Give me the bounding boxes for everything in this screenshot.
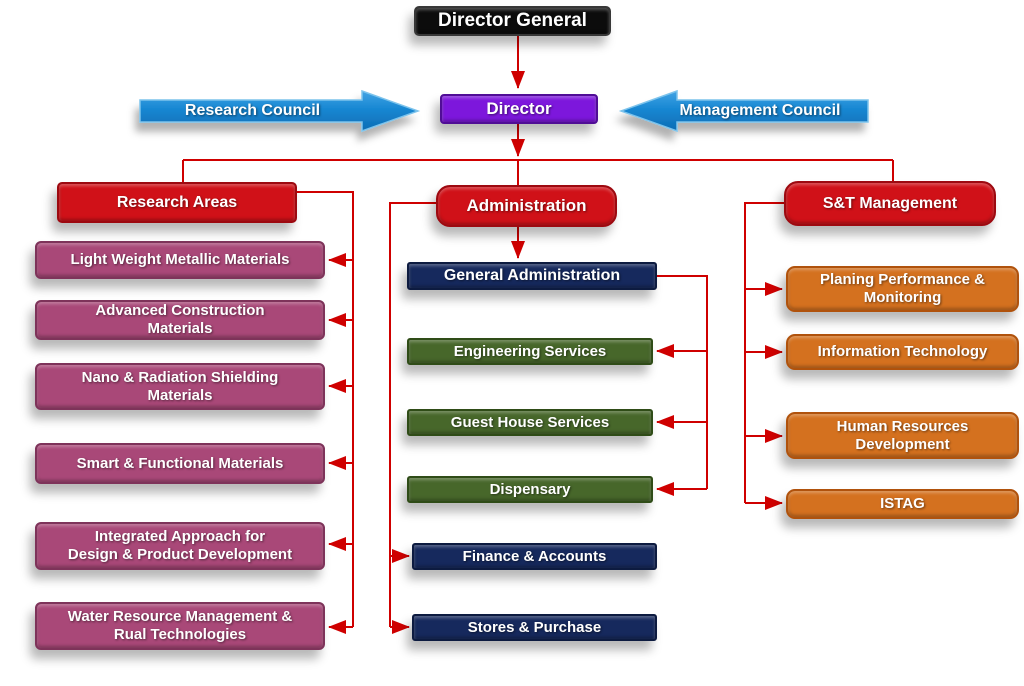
management-council-arrow xyxy=(618,89,869,133)
node-light-weight-metallic-materials: Light Weight Metallic Materials xyxy=(35,241,325,279)
node-director-general: Director General xyxy=(414,6,611,36)
node-istag: ISTAG xyxy=(786,489,1019,519)
node-advanced-construction-materials: Advanced Construction Materials xyxy=(35,300,325,340)
node-dispensary: Dispensary xyxy=(407,476,653,503)
header-st-management: S&T Management xyxy=(784,181,996,226)
node-stores-purchase: Stores & Purchase xyxy=(412,614,657,641)
research-council-arrow xyxy=(139,89,421,133)
header-administration: Administration xyxy=(436,185,617,227)
node-engineering-services: Engineering Services xyxy=(407,338,653,365)
node-water-resource-management: Water Resource Management & Rual Technol… xyxy=(35,602,325,650)
node-general-administration: General Administration xyxy=(407,262,657,290)
node-information-technology: Information Technology xyxy=(786,334,1019,370)
node-smart-functional-materials: Smart & Functional Materials xyxy=(35,443,325,484)
research-council-label: Research Council xyxy=(184,102,321,119)
node-finance-accounts: Finance & Accounts xyxy=(412,543,657,570)
node-human-resources-development: Human Resources Development xyxy=(786,412,1019,459)
node-nano-radiation-shielding-materials: Nano & Radiation Shielding Materials xyxy=(35,363,325,410)
node-guest-house-services: Guest House Services xyxy=(407,409,653,436)
management-council-label: Management Council xyxy=(679,102,841,119)
node-planing-performance-monitoring: Planing Performance & Monitoring xyxy=(786,266,1019,312)
node-integrated-approach-design-product: Integrated Approach for Design & Product… xyxy=(35,522,325,570)
header-research-areas: Research Areas xyxy=(57,182,297,223)
node-director: Director xyxy=(440,94,598,124)
